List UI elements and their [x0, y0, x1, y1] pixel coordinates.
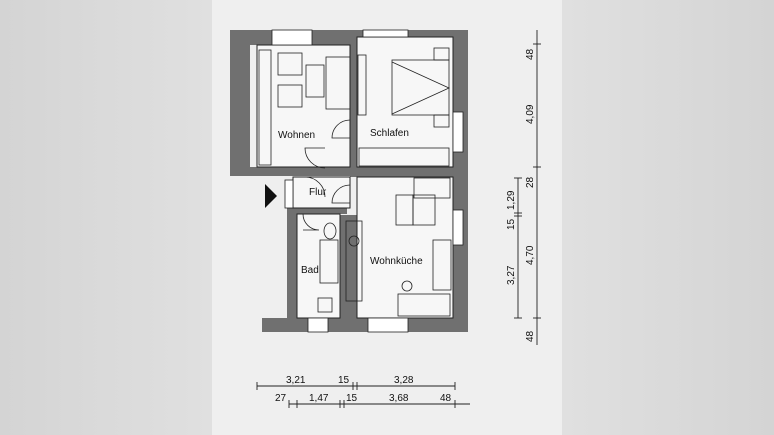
furniture — [258, 47, 452, 317]
dim-label: 15 — [346, 393, 358, 404]
blurred-background-left — [0, 0, 212, 435]
dim-label: 3,27 — [506, 265, 517, 285]
blurred-background-right — [562, 0, 774, 435]
dim-label: 3,28 — [394, 375, 414, 386]
dim-label: 28 — [525, 176, 536, 188]
dim-label: 27 — [275, 393, 287, 404]
room-label-wohnen: Wohnen — [278, 130, 315, 141]
dimension-lines — [256, 30, 541, 408]
dim-label: 4,70 — [525, 245, 536, 265]
room-label-schlafen: Schlafen — [370, 128, 409, 139]
dimension-labels-right: 48 4,09 28 4,70 48 1,29 15 3,27 — [506, 48, 536, 342]
dimension-labels-bottom: 3,21 15 3,28 27 1,47 15 3,68 48 — [275, 375, 452, 404]
dim-label: 3,68 — [389, 393, 409, 404]
dim-label: 48 — [525, 48, 536, 60]
room-label-bad: Bad — [301, 265, 319, 276]
dim-label: 4,09 — [525, 104, 536, 124]
dim-label: 3,21 — [286, 375, 306, 386]
dim-label: 1,29 — [506, 190, 517, 210]
dim-label: 48 — [440, 393, 452, 404]
dim-label: 48 — [525, 330, 536, 342]
room-label-flur: Flur — [309, 187, 327, 198]
entrance-arrow-icon — [265, 184, 277, 208]
windows — [271, 29, 464, 333]
room-label-wohnkueche: Wohnküche — [370, 256, 423, 267]
dim-label: 1,47 — [309, 393, 329, 404]
dim-label: 15 — [338, 375, 350, 386]
dim-label: 15 — [506, 218, 517, 230]
